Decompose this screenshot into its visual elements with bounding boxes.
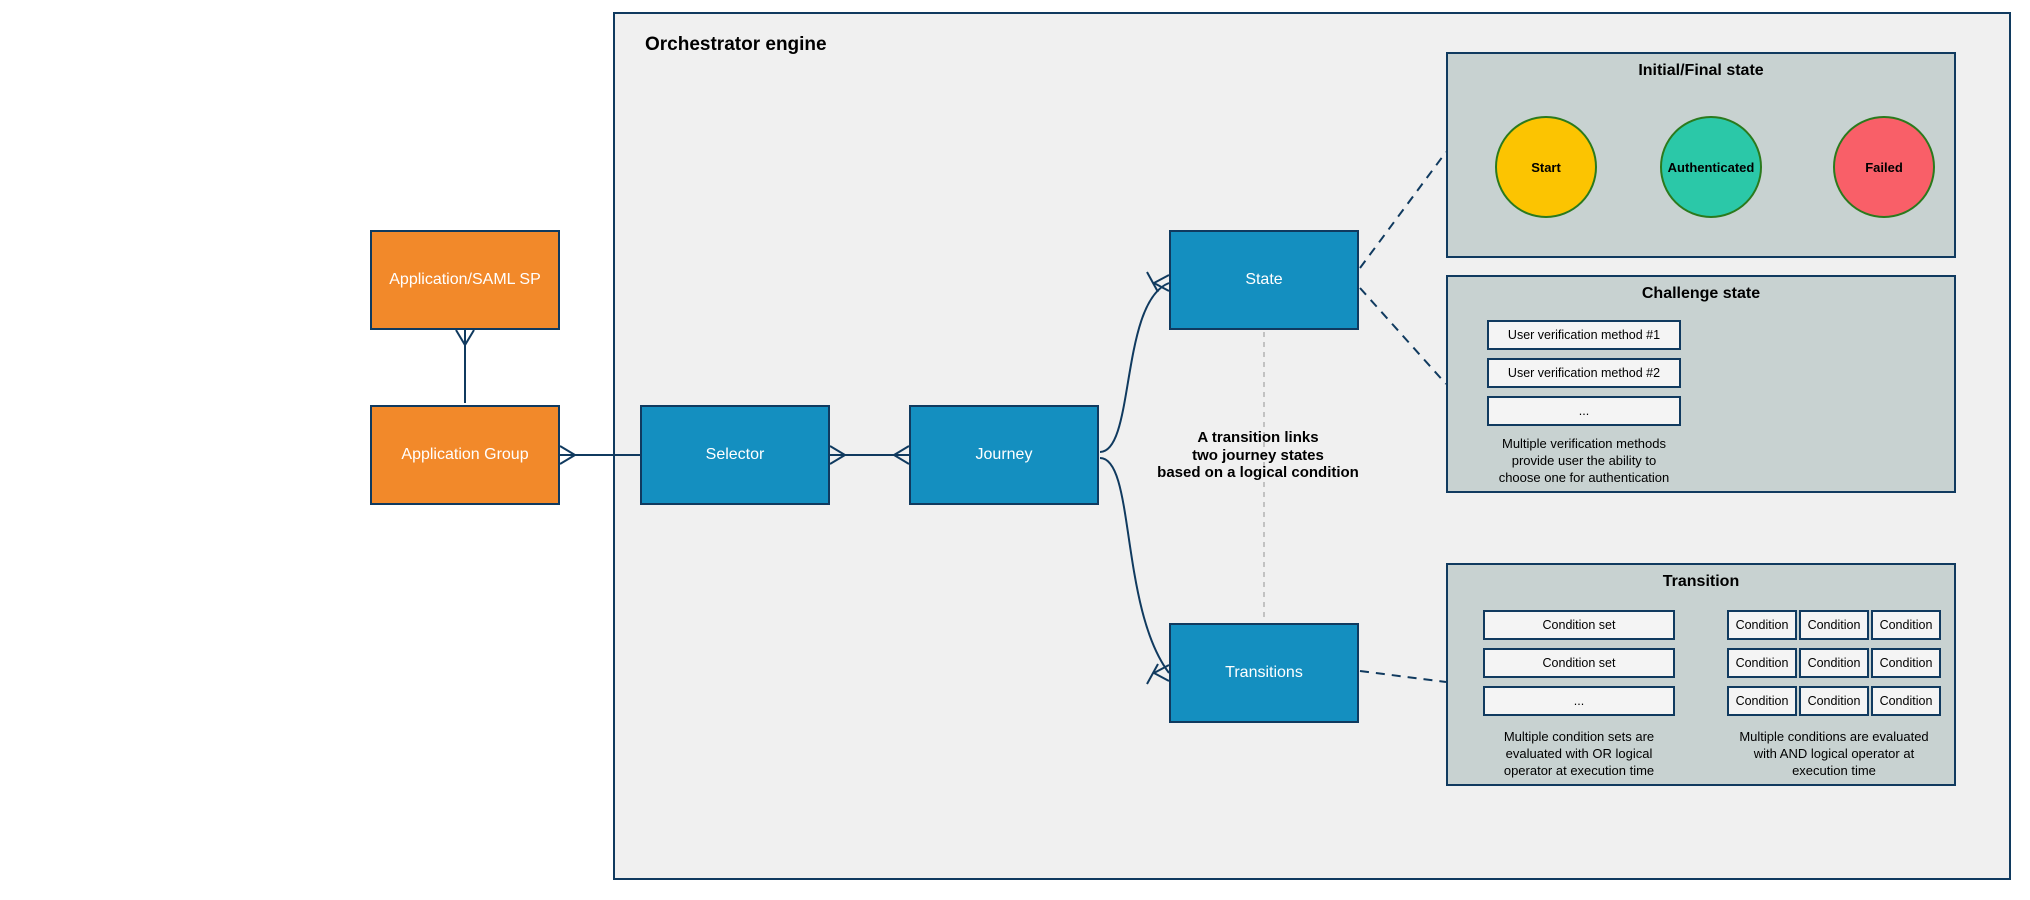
transition-annotation-line3: based on a logical condition [1157,464,1359,481]
node-selector: Selector [640,405,830,505]
challenge-caption: Multiple verification methods provide us… [1467,435,1701,486]
condition-sets-caption-line1: Multiple condition sets are [1503,729,1655,744]
crowfoot-samlsp-icon [455,329,475,347]
condition-sets-caption-line3: operator at execution time [1503,763,1655,778]
condition-cell-label: Condition [1879,694,1933,708]
challenge-caption-line3: choose one for authentication [1498,470,1670,485]
condition-cell-label: Condition [1879,656,1933,670]
condition-cell: Condition [1871,610,1941,640]
condition-cell-label: Condition [1735,694,1789,708]
node-journey: Journey [909,405,1099,505]
state-circle-failed-label: Failed [1865,159,1903,175]
card-transition-title: Transition [1662,573,1740,590]
condition-set-box-1: Condition set [1483,610,1675,640]
state-circle-start: Start [1495,116,1597,218]
card-challenge-title: Challenge state [1641,285,1761,302]
transition-annotation: A transition links two journey states ba… [1108,429,1408,482]
challenge-caption-line2: provide user the ability to [1511,453,1657,468]
node-application-saml-sp-label: Application/SAML SP [389,271,541,288]
card-transition: Transition Condition set Condition set .… [1446,563,1956,786]
condition-cell-label: Condition [1735,618,1789,632]
condition-cell: Condition [1799,648,1869,678]
conditions-caption-line2: with AND logical operator at [1753,746,1915,761]
node-transitions-label: Transitions [1225,664,1303,681]
condition-set-box-more: ... [1483,686,1675,716]
node-transitions: Transitions [1169,623,1359,723]
state-circle-authenticated-label: Authenticated [1667,159,1755,175]
node-application-saml-sp: Application/SAML SP [370,230,560,330]
condition-sets-caption-line2: evaluated with OR logical [1505,746,1653,761]
node-state: State [1169,230,1359,330]
transition-annotation-line1: A transition links [1197,429,1319,446]
node-state-label: State [1245,271,1283,288]
verification-method-more-label: ... [1578,404,1590,418]
condition-cell: Condition [1727,686,1797,716]
conditions-caption-line3: execution time [1792,763,1876,778]
transition-annotation-line2: two journey states [1192,446,1324,464]
conditions-caption: Multiple conditions are evaluated with A… [1714,728,1954,779]
condition-cell: Condition [1871,686,1941,716]
condition-cell: Condition [1727,610,1797,640]
conditions-caption-line1: Multiple conditions are evaluated [1739,729,1929,744]
condition-cell-label: Condition [1879,618,1933,632]
condition-set-2-label: Condition set [1542,656,1616,670]
condition-sets-caption: Multiple condition sets are evaluated wi… [1469,728,1689,779]
crowfoot-appgroup-icon [559,445,577,465]
condition-cell-label: Condition [1807,694,1861,708]
condition-cell: Condition [1727,648,1797,678]
node-selector-label: Selector [705,446,765,463]
state-circle-authenticated: Authenticated [1660,116,1762,218]
verification-method-2-label: User verification method #2 [1507,366,1661,380]
condition-set-box-2: Condition set [1483,648,1675,678]
condition-set-1-label: Condition set [1542,618,1616,632]
node-application-group: Application Group [370,405,560,505]
condition-cell-label: Condition [1735,656,1789,670]
card-challenge-state: Challenge state User verification method… [1446,275,1956,493]
verification-method-1-label: User verification method #1 [1507,328,1661,342]
condition-cell: Condition [1799,686,1869,716]
condition-cell-label: Condition [1807,656,1861,670]
condition-cell-label: Condition [1807,618,1861,632]
node-application-group-label: Application Group [401,446,529,463]
orchestrator-engine-title: Orchestrator engine [645,34,827,55]
verification-method-box-1: User verification method #1 [1487,320,1681,350]
card-initial-final-title: Initial/Final state [1638,62,1764,79]
condition-cell: Condition [1871,648,1941,678]
condition-cell: Condition [1799,610,1869,640]
node-journey-label: Journey [975,446,1033,463]
card-initial-final-state: Initial/Final state Start Authenticated … [1446,52,1956,258]
state-circle-failed: Failed [1833,116,1935,218]
verification-method-box-more: ... [1487,396,1681,426]
state-circle-start-label: Start [1531,159,1561,175]
condition-set-more-label: ... [1573,694,1585,708]
challenge-caption-line1: Multiple verification methods [1501,436,1667,451]
verification-method-box-2: User verification method #2 [1487,358,1681,388]
